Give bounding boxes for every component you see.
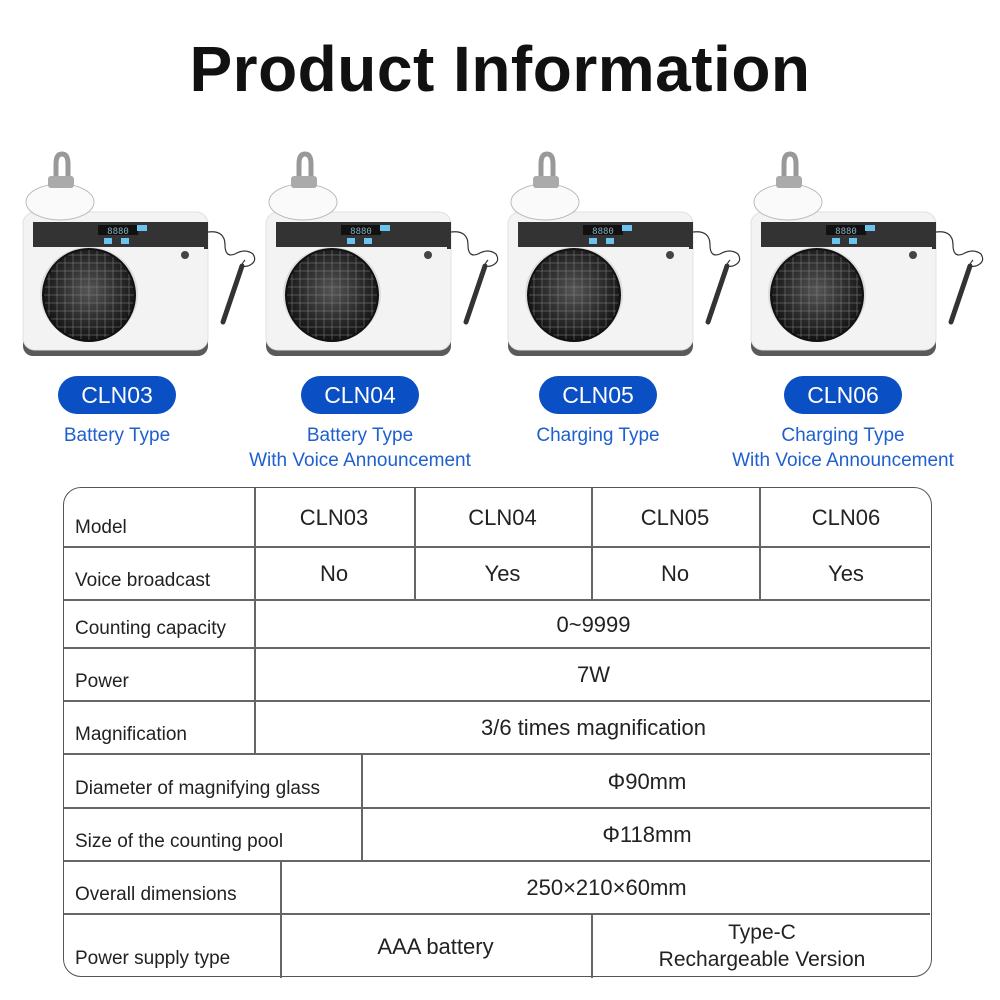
table-cell: 250×210×60mm: [526, 875, 687, 900]
device-image: 8880: [507, 151, 741, 356]
column-divider: [591, 914, 593, 978]
table-cell: 3/6 times magnification: [481, 715, 706, 740]
device-image: 8880: [750, 151, 984, 356]
column-divider: [361, 754, 363, 808]
row-label: Overall dimensions: [75, 884, 237, 905]
column-divider: [591, 547, 593, 600]
table-cell: 7W: [577, 662, 610, 687]
column-divider: [254, 488, 256, 547]
table-cell: No: [660, 561, 690, 586]
table-cell: No: [319, 561, 349, 586]
product-type-line: With Voice Announcement: [732, 450, 954, 471]
column-divider: [280, 914, 282, 978]
table-cell: CLN05: [640, 505, 710, 530]
row-divider: [64, 753, 930, 755]
column-divider: [414, 547, 416, 600]
product-card: 8880: [263, 150, 508, 480]
table-cell: CLN04: [468, 505, 537, 530]
column-divider: [414, 488, 416, 547]
column-divider: [591, 488, 593, 547]
table-cell: Φ118mm: [602, 822, 692, 847]
row-divider: [64, 700, 930, 702]
row-label: Magnification: [75, 724, 187, 745]
product-type: Battery Type: [0, 423, 267, 448]
row-divider: [64, 647, 930, 649]
model-badge: CLN06: [784, 376, 902, 414]
table-cell: CLN06: [811, 505, 881, 530]
column-divider: [254, 547, 256, 600]
product-type-line: Battery Type: [306, 425, 414, 446]
row-label: Size of the counting pool: [75, 831, 284, 852]
product-type-line: With Voice Announcement: [249, 450, 471, 471]
product-type-line: Charging Type: [536, 425, 660, 446]
product-card: 8880: [20, 150, 265, 480]
column-divider: [254, 701, 256, 754]
table-cell: AAA battery: [377, 933, 494, 959]
device-image: 8880: [265, 151, 499, 356]
device-counter-display: 8880: [835, 227, 857, 237]
table-cell: CLN03: [299, 505, 369, 530]
product-card: 8880: [748, 150, 993, 480]
table-cell: 0~9999: [556, 611, 631, 637]
model-badge: CLN04: [301, 376, 419, 414]
column-divider: [280, 861, 282, 914]
product-type-line: Charging Type: [781, 425, 905, 446]
row-divider: [64, 860, 930, 862]
table-cell: Φ90mm: [607, 768, 687, 794]
row-label: Voice broadcast: [75, 570, 211, 591]
column-divider: [361, 808, 363, 861]
device-counter-display: 8880: [350, 227, 372, 237]
table-cell: Type-C Rechargeable Version: [658, 921, 866, 971]
model-badge: CLN05: [539, 376, 657, 414]
row-divider: [64, 913, 930, 915]
row-divider: [64, 807, 930, 809]
product-card: 8880: [505, 150, 750, 480]
column-divider: [254, 648, 256, 701]
product-type-line: Battery Type: [63, 425, 171, 446]
row-label: Power: [75, 671, 129, 692]
row-label: Counting capacity: [75, 618, 227, 639]
row-label: Power supply type: [75, 948, 231, 969]
device-counter-display: 8880: [592, 227, 614, 237]
product-type: Charging Type: [448, 423, 748, 448]
column-divider: [759, 547, 761, 600]
model-badge: CLN03: [58, 376, 176, 414]
column-divider: [759, 488, 761, 547]
table-cell: Yes: [484, 561, 521, 586]
row-label: Model: [75, 517, 127, 538]
device-counter-display: 8880: [107, 227, 129, 237]
device-image: 8880: [22, 151, 256, 356]
table-cell: Yes: [828, 561, 864, 586]
row-divider: [64, 599, 930, 601]
column-divider: [254, 600, 256, 648]
page-title: Product Information: [189, 33, 811, 105]
row-divider: [64, 546, 930, 548]
row-label: Diameter of magnifying glass: [75, 778, 320, 799]
